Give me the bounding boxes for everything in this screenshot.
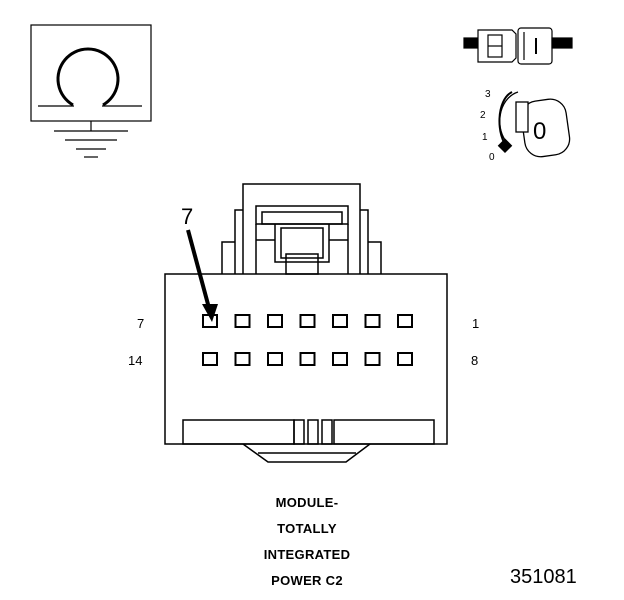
figure-number: 351081 <box>510 566 577 588</box>
pin-cavity <box>299 314 316 328</box>
ground-symbol-icon <box>30 24 152 158</box>
pin-cavity <box>234 352 251 366</box>
pin-cavity <box>364 314 381 328</box>
pin-cavity <box>364 352 381 366</box>
pin-cavity <box>267 314 283 328</box>
ignition-key-icon: 0 3 2 1 0 <box>480 89 571 163</box>
connector-plug-icon <box>463 27 573 65</box>
caption-line-3: INTEGRATED <box>263 547 351 562</box>
pin-cavity <box>332 314 348 328</box>
key-position-1: 1 <box>482 132 488 143</box>
row-top-left-label: 7 <box>137 316 144 331</box>
caption-line-1: MODULE- <box>275 495 339 510</box>
pin-cavity <box>332 352 348 366</box>
caption-line-4: POWER C2 <box>271 573 343 588</box>
key-position-2: 2 <box>480 110 486 121</box>
row-top-right-label: 1 <box>472 316 479 331</box>
pin-cavity <box>234 314 251 328</box>
row-bottom-right-label: 8 <box>471 353 478 368</box>
pin-cavity <box>202 352 218 366</box>
pin-cavity <box>397 352 413 366</box>
caption-line-2: TOTALLY <box>277 521 337 536</box>
row-bottom-left-label: 14 <box>128 353 142 368</box>
callout-pin-number: 7 <box>181 204 193 229</box>
pointer-arrow-icon <box>186 229 218 322</box>
pin-grid <box>202 314 413 366</box>
pin-cavity <box>299 352 316 366</box>
pin-cavity <box>397 314 413 328</box>
key-position-3: 3 <box>485 89 491 100</box>
key-position-0: 0 <box>489 152 495 163</box>
pin-cavity <box>267 352 283 366</box>
connector-housing <box>164 183 448 463</box>
connector-caption: MODULE- TOTALLY INTEGRATED POWER C2 <box>207 490 407 594</box>
key-mark-text: 0 <box>533 118 546 145</box>
